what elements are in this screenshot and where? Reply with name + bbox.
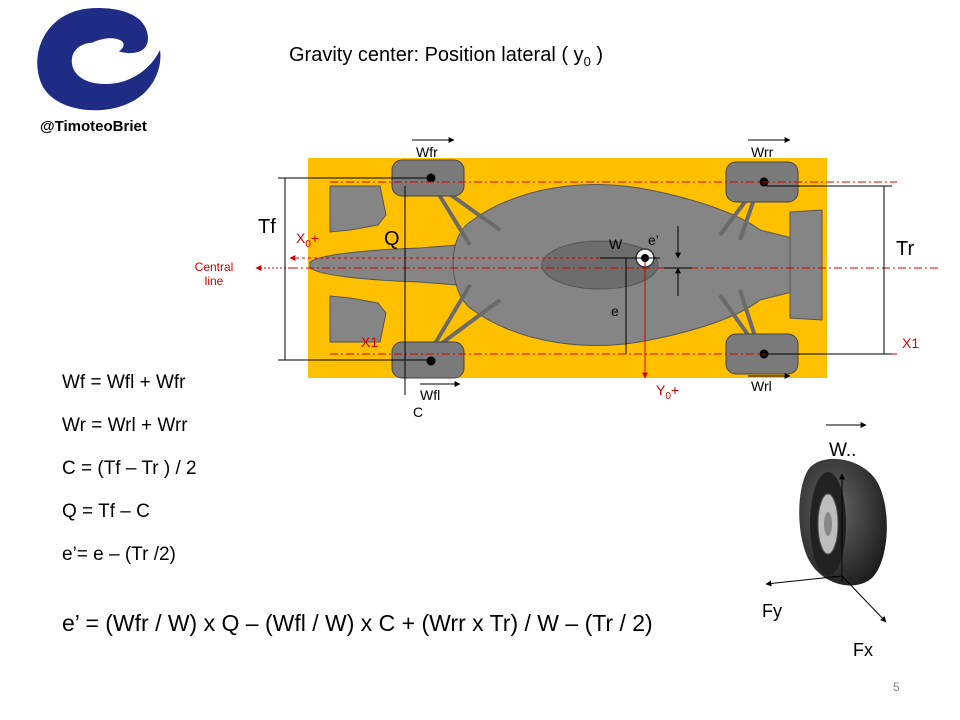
label-wrl: Wrl bbox=[751, 378, 772, 394]
reference-lines bbox=[255, 181, 940, 379]
label-x1-left: X1 bbox=[361, 334, 379, 350]
equation-e-prime: e’= e – (Tr /2) bbox=[62, 544, 176, 565]
car-top-view bbox=[309, 184, 823, 346]
logo-handle: @TimoteoBriet bbox=[40, 118, 147, 135]
label-tr: Tr bbox=[896, 238, 915, 260]
main-equation: e’ = (Wfr / W) x Q – (Wfl / W) x C + (Wr… bbox=[62, 610, 653, 636]
label-y0-plus: Y0+ bbox=[656, 382, 680, 402]
logo-icon bbox=[37, 8, 161, 111]
label-wfr: Wfr bbox=[416, 144, 438, 160]
label-e-prime: e’ bbox=[648, 232, 659, 248]
label-e: e bbox=[611, 303, 619, 319]
label-fy: Fy bbox=[762, 601, 782, 621]
page-number: 5 bbox=[893, 680, 900, 694]
equation-wf: Wf = Wfl + Wfr bbox=[62, 372, 186, 393]
equation-c: C = (Tf – Tr ) / 2 bbox=[62, 458, 197, 479]
label-q: Q bbox=[384, 228, 400, 250]
tire-force-arrows bbox=[765, 422, 887, 623]
tire-icon bbox=[799, 458, 887, 586]
dimension-lines bbox=[278, 137, 892, 395]
label-w: W bbox=[609, 236, 623, 252]
label-x0-plus: X0+ bbox=[296, 230, 320, 250]
label-tf: Tf bbox=[258, 216, 276, 238]
slide-title: Gravity center: Position lateral ( y0 ) bbox=[289, 44, 604, 69]
label-x1-right: X1 bbox=[902, 335, 920, 351]
label-c: C bbox=[413, 404, 424, 420]
equation-q: Q = Tf – C bbox=[62, 501, 150, 522]
equation-wr: Wr = Wrl + Wrr bbox=[62, 415, 188, 436]
label-wrr: Wrr bbox=[751, 144, 774, 160]
label-w-dots: W.. bbox=[829, 440, 857, 461]
label-wfl: Wfl bbox=[420, 387, 441, 403]
label-fx: Fx bbox=[853, 640, 873, 660]
